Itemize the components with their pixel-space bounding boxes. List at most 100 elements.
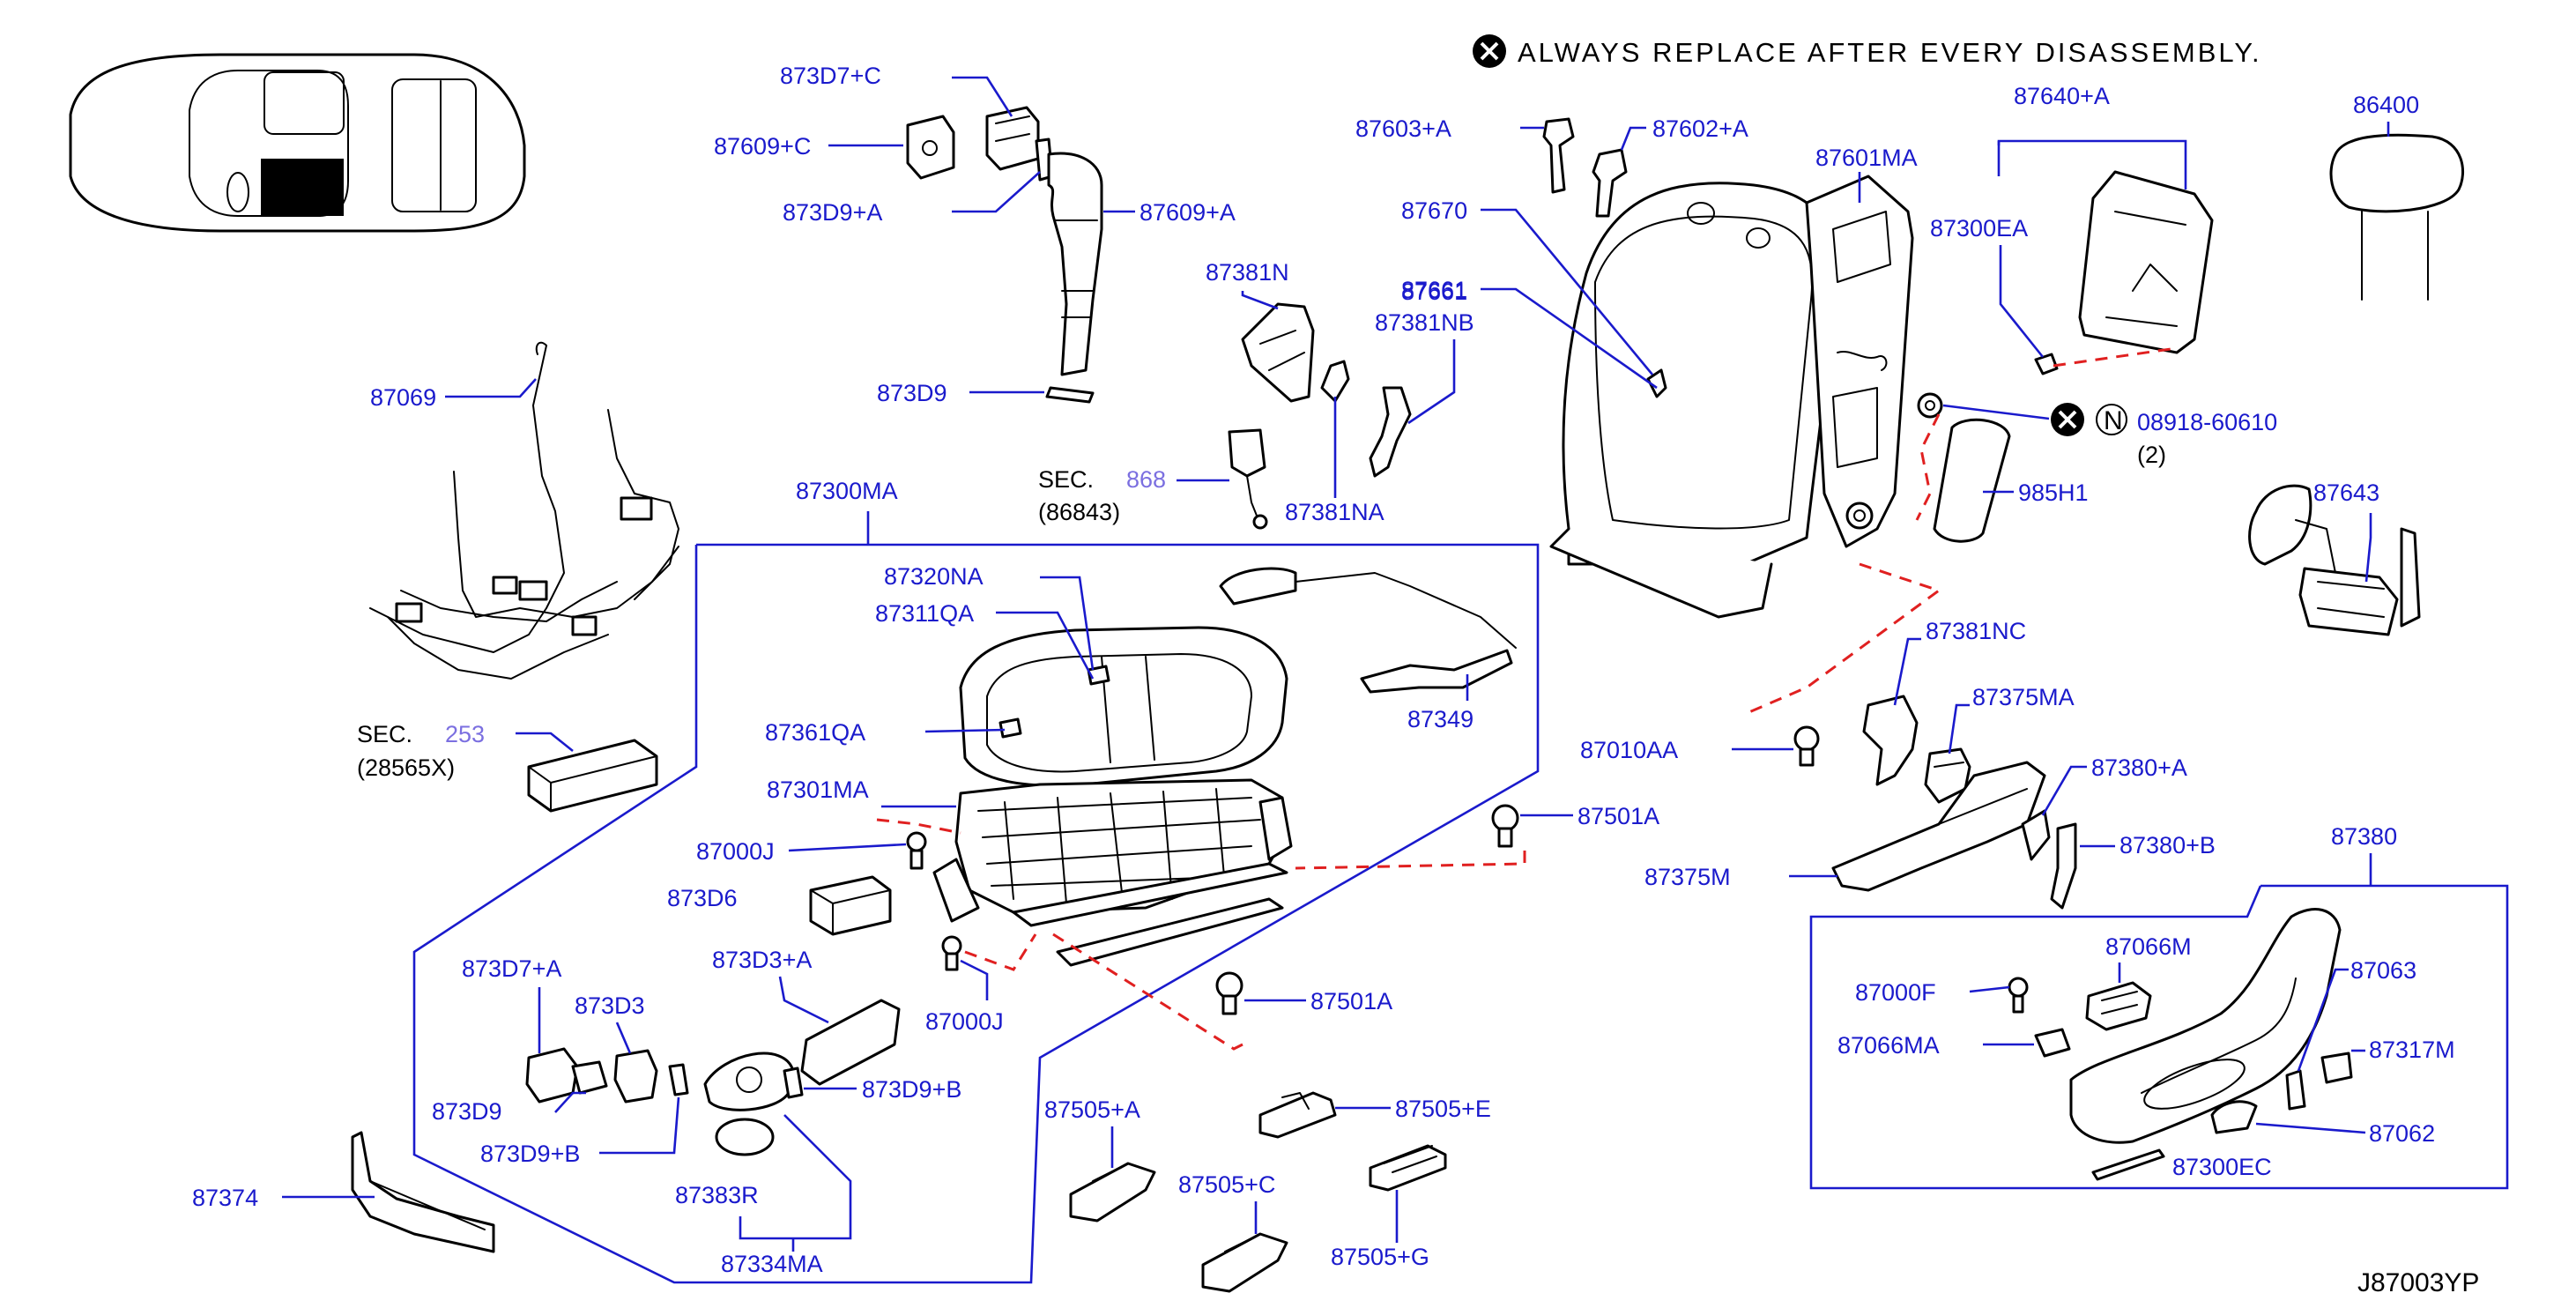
label-87063[interactable]: 87063	[2350, 957, 2416, 984]
part-87375MA[interactable]	[1924, 747, 1971, 804]
label-873D3A[interactable]: 873D3+A	[712, 947, 812, 973]
label-87380[interactable]: 87380	[2331, 823, 2397, 850]
label-86400[interactable]: 86400	[2353, 92, 2419, 118]
label-87300MA[interactable]: 87300MA	[796, 478, 898, 504]
part-873D9[interactable]	[1045, 386, 1095, 404]
part-86400-headrest[interactable]	[2329, 133, 2465, 301]
label-87066M[interactable]: 87066M	[2105, 933, 2192, 960]
part-87670-seatback-cover[interactable]	[1549, 182, 1836, 619]
label-87069[interactable]: 87069	[370, 384, 436, 411]
part-87063[interactable]	[2285, 1069, 2306, 1111]
part-87383R-cap[interactable]	[715, 1118, 775, 1156]
label-873D7A[interactable]: 873D7+A	[462, 955, 561, 982]
part-87505C[interactable]	[1201, 1232, 1288, 1293]
label-87505G[interactable]: 87505+G	[1331, 1244, 1429, 1270]
part-86843-buckle[interactable]	[1228, 428, 1268, 530]
part-87317M[interactable]	[2320, 1052, 2353, 1084]
label-87374[interactable]: 87374	[192, 1185, 258, 1211]
part-87301MA-seat-frame[interactable]	[932, 778, 1293, 967]
sec253-number[interactable]: 253	[445, 721, 485, 747]
label-87609A[interactable]: 87609+A	[1140, 199, 1236, 226]
part-873D9B-ring-b[interactable]	[783, 1066, 804, 1099]
part-87349[interactable]	[1219, 567, 1517, 694]
part-87381NC[interactable]	[1862, 695, 1919, 786]
label-87317M[interactable]: 87317M	[2369, 1037, 2455, 1063]
part-87320NA-cushion[interactable]	[959, 626, 1288, 787]
label-87361QA[interactable]: 87361QA	[765, 719, 865, 746]
label-873D9B-b[interactable]: 873D9+B	[862, 1076, 961, 1103]
part-87601MA-seatback-frame[interactable]	[1805, 175, 1914, 548]
label-87334MA[interactable]: 87334MA	[721, 1251, 823, 1277]
part-985H1-side-airbag[interactable]	[1933, 418, 2011, 543]
part-873D7C[interactable]	[985, 106, 1040, 171]
label-873D6[interactable]: 873D6	[667, 885, 738, 911]
label-87381NA[interactable]: 87381NA	[1285, 499, 1385, 525]
part-87380B[interactable]	[2050, 822, 2077, 910]
label-87505A[interactable]: 87505+A	[1044, 1096, 1140, 1123]
label-87066MA[interactable]: 87066MA	[1837, 1032, 1940, 1059]
part-87066MA-switch[interactable]	[2034, 1028, 2071, 1058]
label-87311QA[interactable]: 87311QA	[875, 600, 974, 627]
label-87381NC[interactable]: 87381NC	[1926, 618, 2026, 644]
label-87062[interactable]: 87062	[2369, 1120, 2435, 1147]
label-87505E[interactable]: 87505+E	[1395, 1096, 1491, 1122]
part-87062[interactable]	[2210, 1100, 2258, 1134]
label-87000F[interactable]: 87000F	[1855, 979, 1936, 1006]
part-87505E[interactable]	[1258, 1091, 1337, 1139]
label-87603A[interactable]: 87603+A	[1355, 115, 1451, 142]
part-87505A[interactable]	[1069, 1162, 1156, 1223]
part-87374-trim-strip[interactable]	[351, 1131, 495, 1253]
part-873D3[interactable]	[613, 1049, 658, 1104]
part-87069-wiring-harness[interactable]	[369, 341, 679, 680]
label-87501A-b[interactable]: 87501A	[1310, 988, 1392, 1014]
label-87381N[interactable]: 87381N	[1206, 259, 1289, 286]
label-87000J-a[interactable]: 87000J	[696, 838, 775, 865]
label-87601MA[interactable]: 87601MA	[1815, 145, 1918, 171]
label-87380A[interactable]: 87380+A	[2091, 754, 2187, 781]
part-87381NB[interactable]	[1369, 386, 1412, 478]
part-87603A[interactable]	[1542, 117, 1575, 194]
label-87505C[interactable]: 87505+C	[1178, 1171, 1275, 1198]
part-87643[interactable]	[2248, 484, 2421, 636]
label-873D9A[interactable]: 873D9+A	[783, 199, 882, 226]
label-873D9-b[interactable]: 873D9	[432, 1098, 502, 1125]
label-87375MA[interactable]: 87375MA	[1972, 684, 2075, 710]
label-87375M[interactable]: 87375M	[1644, 864, 1731, 890]
part-87381N[interactable]	[1241, 302, 1315, 403]
label-87383R[interactable]: 87383R	[675, 1182, 759, 1208]
label-87602A[interactable]: 87602+A	[1652, 115, 1748, 142]
part-87640A-back-board[interactable]	[2078, 170, 2214, 354]
part-87380A[interactable]	[2021, 809, 2051, 861]
part-873D7A[interactable]	[525, 1047, 579, 1104]
part-87010AA-bolt[interactable]	[1793, 725, 1820, 767]
part-87000J-bolt-b[interactable]	[941, 935, 962, 971]
label-87010AA[interactable]: 87010AA	[1580, 737, 1678, 763]
part-873D9B-ring-a[interactable]	[668, 1063, 689, 1096]
label-873D3[interactable]: 873D3	[575, 992, 645, 1019]
label-87349[interactable]: 87349	[1407, 706, 1474, 732]
label-873D7C[interactable]: 873D7+C	[780, 63, 881, 89]
label-87301MA[interactable]: 87301MA	[767, 777, 869, 803]
part-87501A-bolt-b[interactable]	[1215, 971, 1243, 1015]
label-87300EC[interactable]: 87300EC	[2172, 1154, 2272, 1180]
label-873D9B-a[interactable]: 873D9+B	[480, 1141, 580, 1167]
label-87661[interactable]: 87661	[1401, 279, 1467, 305]
fastener-part[interactable]: 08918-60610	[2137, 409, 2277, 435]
label-87670[interactable]: 87670	[1401, 197, 1467, 224]
part-87381NA[interactable]	[1320, 360, 1350, 403]
part-87501A-bolt-a[interactable]	[1491, 804, 1519, 848]
part-87066M-switch[interactable]	[2085, 981, 2152, 1031]
part-87300EC[interactable]	[2091, 1148, 2165, 1181]
label-87643[interactable]: 87643	[2313, 479, 2379, 506]
part-87000J-bolt-a[interactable]	[906, 831, 927, 870]
label-985H1[interactable]: 985H1	[2018, 479, 2089, 506]
label-87661-b[interactable]: 87661	[1401, 277, 1467, 303]
label-87501A-a[interactable]: 87501A	[1578, 803, 1659, 829]
sec868-number[interactable]: 868	[1126, 466, 1166, 493]
part-87609A-harness[interactable]	[1047, 152, 1103, 376]
label-87320NA[interactable]: 87320NA	[884, 563, 984, 590]
label-873D9[interactable]: 873D9	[877, 380, 947, 406]
part-28565X-module[interactable]	[527, 739, 658, 813]
part-87300EA-clip[interactable]	[2034, 353, 2059, 375]
label-87381NB[interactable]: 87381NB	[1375, 309, 1474, 336]
